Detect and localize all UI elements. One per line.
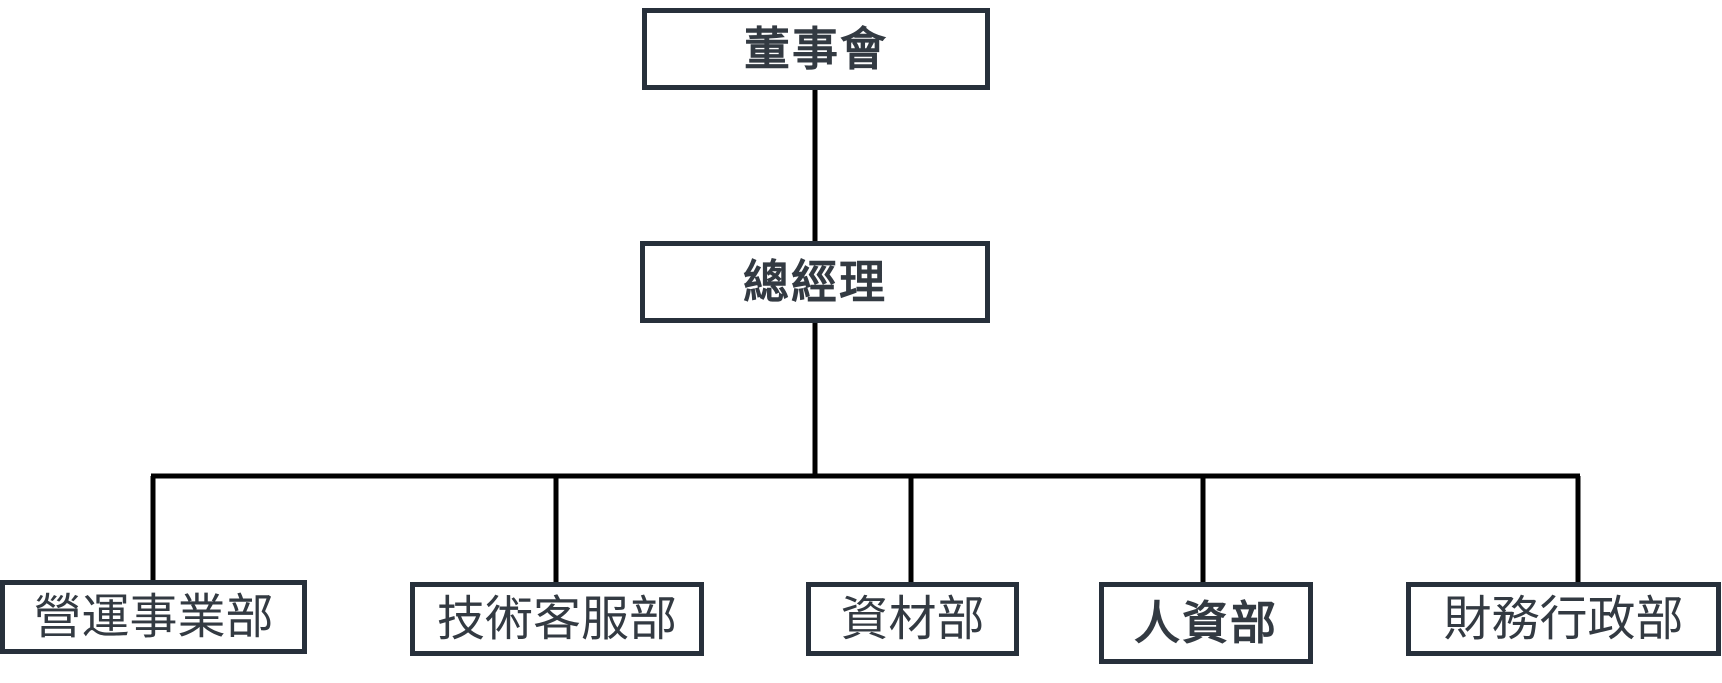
node-hr-label: 人資部 <box>1134 596 1278 650</box>
node-hr: 人資部 <box>1099 582 1313 664</box>
node-general-manager: 總經理 <box>640 241 990 323</box>
node-operations-label: 營運事業部 <box>33 589 274 645</box>
node-materials-label: 資材部 <box>840 591 985 647</box>
node-operations: 營運事業部 <box>0 580 307 654</box>
node-finance-admin-label: 財務行政部 <box>1443 591 1684 647</box>
node-board-label: 董事會 <box>744 22 888 76</box>
node-finance-admin: 財務行政部 <box>1406 582 1721 656</box>
node-tech-service-label: 技術客服部 <box>436 591 677 647</box>
node-general-manager-label: 總經理 <box>743 255 887 309</box>
node-board: 董事會 <box>642 8 990 90</box>
node-materials: 資材部 <box>806 582 1019 656</box>
node-tech-service: 技術客服部 <box>410 582 704 656</box>
